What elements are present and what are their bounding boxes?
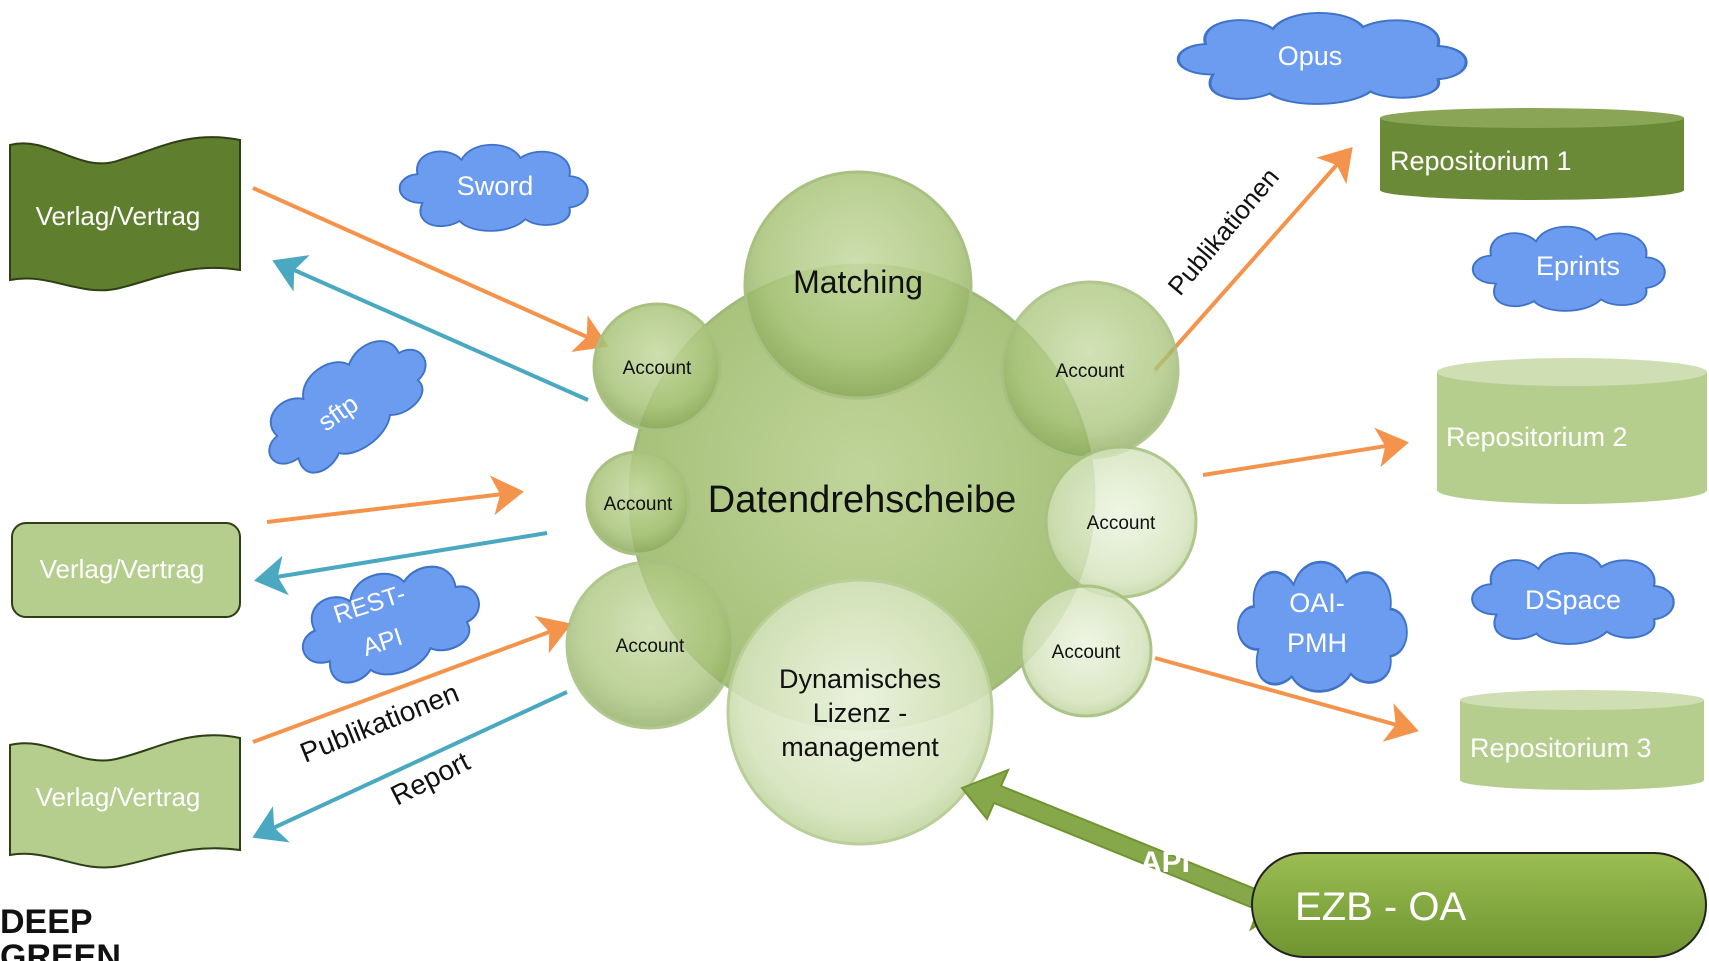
arrow-hub-to-publisher2 <box>254 531 548 596</box>
matching-label: Matching <box>793 264 923 300</box>
svg-text:OAI-: OAI- <box>1289 588 1345 618</box>
svg-text:Opus: Opus <box>1278 41 1343 71</box>
hub-center-label: Datendrehscheibe <box>708 479 1016 521</box>
account-bubble-2: Account <box>585 450 691 556</box>
publisher-flag-2: Verlag/Vertrag <box>11 522 241 618</box>
data-hub: Matching Dynamisches Lizenz - management… <box>565 170 1198 846</box>
account-bubble-5: Account <box>1044 445 1198 599</box>
arrow-publisher3-to-hub <box>252 616 572 744</box>
license-label-line2: Lizenz - <box>813 698 908 728</box>
account-bubble-4: Account <box>1000 280 1180 460</box>
flow-label-publications-left: Publikationen <box>296 677 463 769</box>
arrow-publisher2-to-hub <box>266 475 524 524</box>
api-label: API <box>1140 846 1190 879</box>
deepgreen-logo: DEEP GREEN <box>0 903 121 961</box>
ezb-oa-box: EZB - OA <box>1251 852 1707 958</box>
svg-text:Eprints: Eprints <box>1536 251 1620 281</box>
repository-2: Repositorium 2 <box>1437 358 1707 504</box>
publisher-flag-3: Verlag/Vertrag <box>9 734 241 869</box>
license-label-line1: Dynamisches <box>779 664 941 694</box>
logo-line1: DEEP <box>0 903 93 941</box>
svg-text:Account: Account <box>623 358 692 379</box>
arrow-hub-to-repo1 <box>1153 147 1353 372</box>
svg-text:Account: Account <box>616 636 685 657</box>
arrow-publisher1-to-hub <box>252 186 609 352</box>
cloud-eprints: Eprints <box>1471 225 1666 312</box>
account-bubble-3: Account <box>565 560 735 730</box>
svg-text:Account: Account <box>1087 513 1156 534</box>
arrow-hub-to-repo3 <box>1154 656 1419 742</box>
api-arrow: API <box>960 768 1292 932</box>
license-bubble <box>726 578 994 846</box>
account-bubble-1: Account <box>592 302 722 432</box>
publisher-label: Verlag/Vertrag <box>36 782 201 812</box>
logo-line2: GREEN <box>0 938 121 961</box>
publisher-label: Verlag/Vertrag <box>40 554 205 584</box>
svg-text:Repositorium 2: Repositorium 2 <box>1446 422 1628 452</box>
svg-text:Account: Account <box>1056 361 1125 382</box>
cloud-opus: Opus <box>1176 11 1468 106</box>
ezb-oa-label: EZB - OA <box>1295 885 1466 929</box>
license-label-line3: management <box>781 732 939 762</box>
svg-text:Repositorium 1: Repositorium 1 <box>1390 146 1572 176</box>
arrow-hub-to-publisher3 <box>252 690 568 843</box>
publisher-flag-1: Verlag/Vertrag <box>9 136 241 292</box>
account-bubble-6: Account <box>1019 584 1153 718</box>
flow-arrows <box>252 147 1419 843</box>
arrow-hub-to-publisher1 <box>272 255 589 402</box>
svg-text:Account: Account <box>1052 642 1121 663</box>
svg-text:Sword: Sword <box>457 171 534 201</box>
publisher-label: Verlag/Vertrag <box>36 201 201 231</box>
arrow-hub-to-repo2 <box>1202 427 1409 477</box>
matching-bubble <box>743 170 973 400</box>
flow-label-publications-right: Publikationen <box>1162 162 1285 301</box>
cloud-dspace: DSpace <box>1471 551 1675 646</box>
repository-1: Repositorium 1 <box>1380 108 1684 200</box>
repository-3: Repositorium 3 <box>1460 690 1704 790</box>
svg-text:Account: Account <box>604 494 673 515</box>
cloud-sword: Sword <box>398 143 589 232</box>
svg-text:Repositorium 3: Repositorium 3 <box>1470 733 1652 763</box>
svg-text:DSpace: DSpace <box>1525 585 1621 615</box>
cloud-sftp: sftp <box>244 314 448 496</box>
cloud-oai-pmh: OAI- PMH <box>1236 560 1409 693</box>
svg-text:PMH: PMH <box>1287 628 1347 658</box>
